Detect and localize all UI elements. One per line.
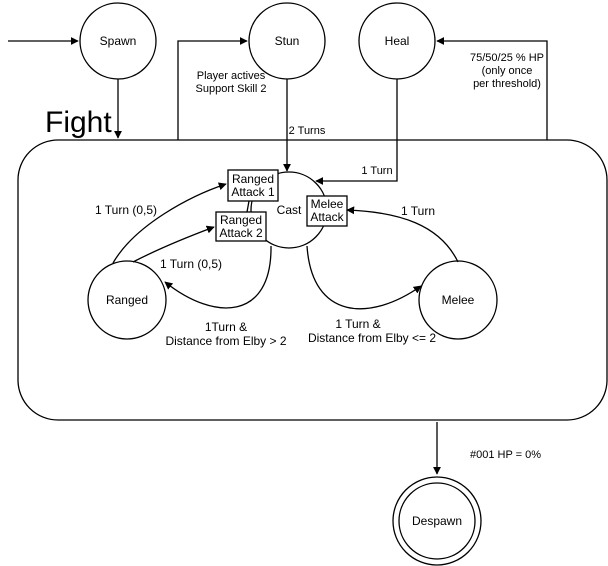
ranged-to-attack-1-label: 1 Turn (0,5) bbox=[95, 203, 157, 217]
stun-trigger-line-1: Player actives bbox=[197, 70, 266, 82]
fight-title: Fight bbox=[45, 106, 112, 139]
heal-trigger-line-3: per threshold) bbox=[473, 78, 541, 90]
stun-duration-label: 2 Turns bbox=[289, 125, 326, 137]
ranged-attack-1-line-1: Ranged bbox=[232, 172, 274, 186]
melee-state[interactable]: Melee bbox=[418, 260, 498, 340]
ranged-label: Ranged bbox=[106, 293, 148, 307]
ranged-to-attack-2-arrow bbox=[132, 225, 215, 263]
cast-to-ranged-line-1: 1Turn & bbox=[205, 320, 247, 334]
ranged-to-attack-1-arrow bbox=[112, 182, 227, 264]
ranged-state[interactable]: Ranged bbox=[87, 260, 167, 340]
stun-label: Stun bbox=[275, 34, 300, 48]
heal-trigger-line-2: (only once bbox=[482, 65, 533, 77]
melee-attack-line-2: Attack bbox=[310, 210, 344, 224]
stun-trigger-line-2: Support Skill 2 bbox=[196, 83, 267, 95]
spawn-label: Spawn bbox=[100, 34, 137, 48]
heal-to-cast-arrow bbox=[315, 79, 398, 185]
ranged-attack-2-action[interactable]: Ranged Attack 2 bbox=[215, 211, 267, 242]
spawn-state[interactable]: Spawn bbox=[79, 2, 157, 80]
heal-state[interactable]: Heal bbox=[358, 2, 436, 80]
melee-to-cast-arrow bbox=[346, 206, 459, 263]
melee-attack-action[interactable]: Melee Attack bbox=[306, 195, 348, 227]
cast-to-ranged-line-2: Distance from Elby > 2 bbox=[165, 334, 286, 348]
despawn-state[interactable]: Despawn bbox=[392, 476, 482, 566]
ranged-attack-1-line-2: Attack 1 bbox=[231, 185, 275, 199]
ranged-to-attack-2-label: 1 Turn (0,5) bbox=[160, 257, 222, 271]
fight-to-heal-arrow bbox=[436, 37, 548, 140]
stun-state[interactable]: Stun bbox=[248, 2, 326, 80]
fight-to-stun-arrow bbox=[177, 37, 248, 140]
heal-trigger-line-1: 75/50/25 % HP bbox=[470, 52, 544, 64]
cast-label: Cast bbox=[277, 203, 302, 217]
heal-label: Heal bbox=[385, 34, 410, 48]
melee-to-cast-label: 1 Turn bbox=[401, 204, 435, 218]
heal-duration-label: 1 Turn bbox=[361, 165, 392, 177]
melee-label: Melee bbox=[442, 293, 475, 307]
melee-attack-line-1: Melee bbox=[311, 197, 344, 211]
cast-to-melee-arrow bbox=[306, 245, 422, 310]
cast-to-melee-line-2: Distance from Elby <= 2 bbox=[308, 331, 436, 345]
ranged-attack-2-line-2: Attack 2 bbox=[219, 226, 263, 240]
despawn-label: Despawn bbox=[412, 514, 462, 528]
cast-to-ranged-arrow bbox=[164, 245, 272, 309]
ranged-attack-1-action[interactable]: Ranged Attack 1 bbox=[227, 169, 279, 202]
despawn-condition-label: #001 HP = 0% bbox=[470, 449, 541, 461]
fight-state-container[interactable] bbox=[17, 139, 608, 421]
attack-connector bbox=[246, 200, 250, 213]
ranged-attack-2-line-1: Ranged bbox=[220, 213, 262, 227]
cast-to-melee-line-1: 1 Turn & bbox=[335, 317, 380, 331]
